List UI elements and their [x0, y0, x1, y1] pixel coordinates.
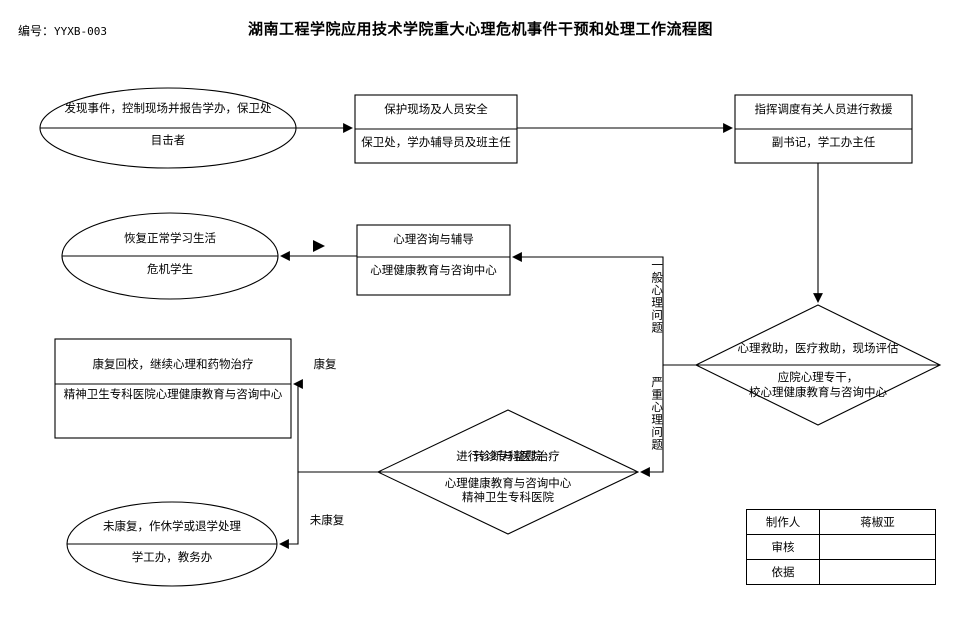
node-shape-recovered-return [54, 338, 292, 439]
table-row: 制作人 蒋椒亚 [746, 509, 936, 535]
signoff-key: 依据 [746, 559, 820, 585]
signoff-value[interactable] [819, 534, 936, 560]
edge-rescue-assess-to-counseling [512, 252, 696, 366]
table-row: 审核 [746, 534, 936, 560]
signoff-key: 制作人 [746, 509, 820, 535]
decorative-triangle-icon [313, 240, 325, 252]
signoff-value[interactable] [819, 559, 936, 585]
page-title: 湖南工程学院应用技术学院重大心理危机事件干预和处理工作流程图 [247, 20, 713, 38]
edge-label-severe-issue: 严重心理问题 [650, 376, 665, 451]
signoff-table: 制作人 蒋椒亚 审核 依据 [746, 509, 936, 585]
edge-label-general-issue: 一般心理问题 [650, 259, 665, 334]
document-number-value: YYXB-003 [54, 25, 107, 38]
edge-diagnose-to-recovered [293, 379, 378, 473]
node-shape-counseling [356, 224, 511, 296]
table-row: 依据 [746, 559, 936, 585]
signoff-value[interactable]: 蒋椒亚 [819, 509, 936, 535]
document-number-label: 编号： [18, 24, 55, 38]
document-number: 编号：YYXB-003 [18, 22, 107, 39]
signoff-key: 审核 [746, 534, 820, 560]
edge-rescue-assess-to-diagnose [640, 365, 664, 477]
edge-diagnose-to-not-recovered [279, 471, 378, 549]
